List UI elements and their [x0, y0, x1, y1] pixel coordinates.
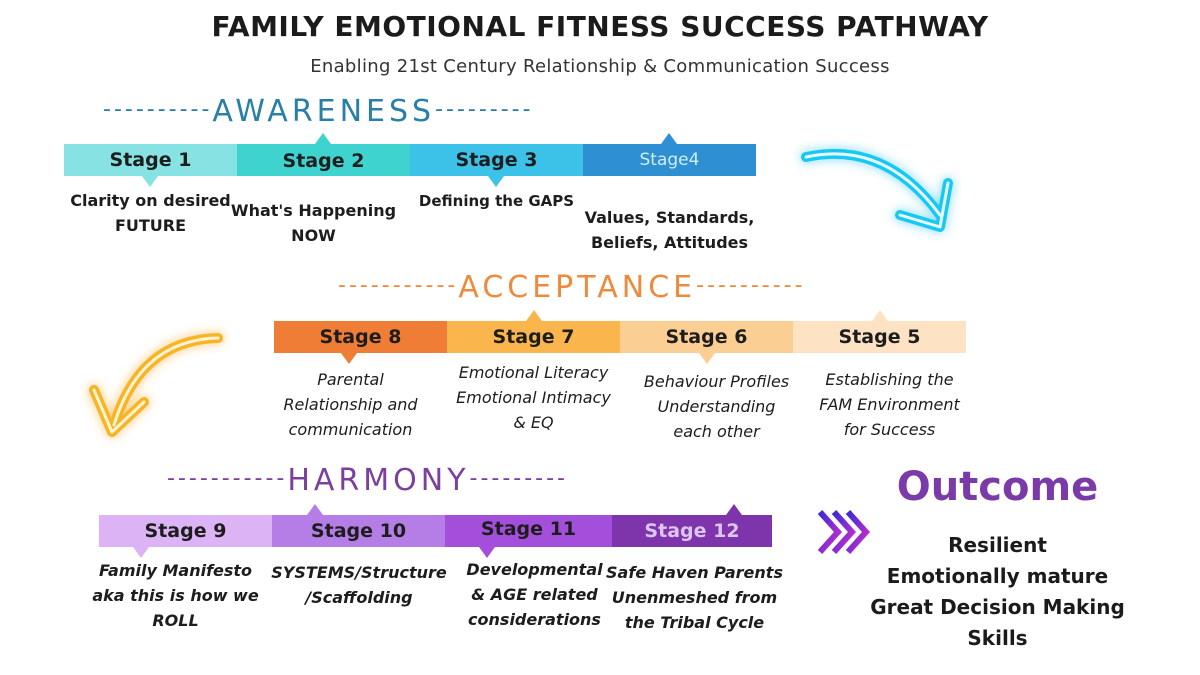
- phase-acceptance: -----------ACCEPTANCE----------: [338, 270, 806, 305]
- stage-6: Stage 6: [620, 321, 793, 353]
- stage-10-description: SYSTEMS/Structure/Scaffolding: [271, 563, 447, 607]
- phase-harmony-label: HARMONY: [287, 463, 470, 498]
- stage-8-pointer: [341, 353, 357, 364]
- stage-12-pointer: [726, 504, 742, 515]
- stage-9-pointer: [133, 547, 149, 558]
- stage-5: Stage 5: [793, 321, 966, 353]
- stage-1: Stage 1: [64, 144, 237, 176]
- outcome-item: Resilient: [948, 533, 1047, 557]
- phase-awareness: ----------AWARENESS---------: [103, 94, 534, 129]
- phase-awareness-label: AWARENESS: [212, 94, 436, 129]
- stage-10-pointer: [307, 504, 323, 515]
- stage-5-pointer: [872, 310, 888, 321]
- stage-11-pointer: [479, 547, 495, 558]
- phase-acceptance-label: ACCEPTANCE: [458, 270, 697, 305]
- stage-4-pointer: [661, 133, 677, 144]
- stage-10: Stage 10: [272, 515, 445, 547]
- stage-3: Stage 3: [410, 144, 583, 176]
- stage-2-pointer: [315, 133, 331, 144]
- page-subtitle: Enabling 21st Century Relationship & Com…: [310, 56, 890, 77]
- outcome-item: Great Decision Making: [870, 595, 1125, 619]
- outcome-title: Outcome: [896, 464, 1099, 510]
- outcome-item: Skills: [967, 626, 1028, 650]
- outcome-item: Emotionally mature: [886, 564, 1109, 588]
- outcome-list: Resilient Emotionally mature Great Decis…: [860, 530, 1135, 654]
- curved-arrow-gold-icon: [89, 333, 223, 437]
- phase-harmony: -----------HARMONY---------: [167, 463, 568, 498]
- stage-1-pointer: [142, 176, 158, 187]
- stage-9: Stage 9: [99, 515, 272, 547]
- stage-3-description: Defining the GAPS: [418, 192, 575, 210]
- stage-3-pointer: [488, 176, 504, 187]
- stage-8: Stage 8: [274, 321, 447, 353]
- stage-2: Stage 2: [237, 144, 410, 176]
- page-title: FAMILY EMOTIONAL FITNESS SUCCESS PATHWAY: [211, 10, 989, 43]
- stage-6-pointer: [699, 353, 715, 364]
- curved-arrow-cyan-icon: [801, 148, 953, 232]
- triple-chevron-right-icon: [817, 509, 871, 555]
- stage-7: Stage 7: [447, 321, 620, 353]
- stage-4-description: Values, Standards,Beliefs, Attitudes: [584, 208, 755, 252]
- stage-12: Stage 12: [612, 515, 772, 547]
- stage-11: Stage 11: [445, 515, 612, 547]
- stage-4: Stage4: [583, 144, 756, 176]
- stage-7-pointer: [526, 310, 542, 321]
